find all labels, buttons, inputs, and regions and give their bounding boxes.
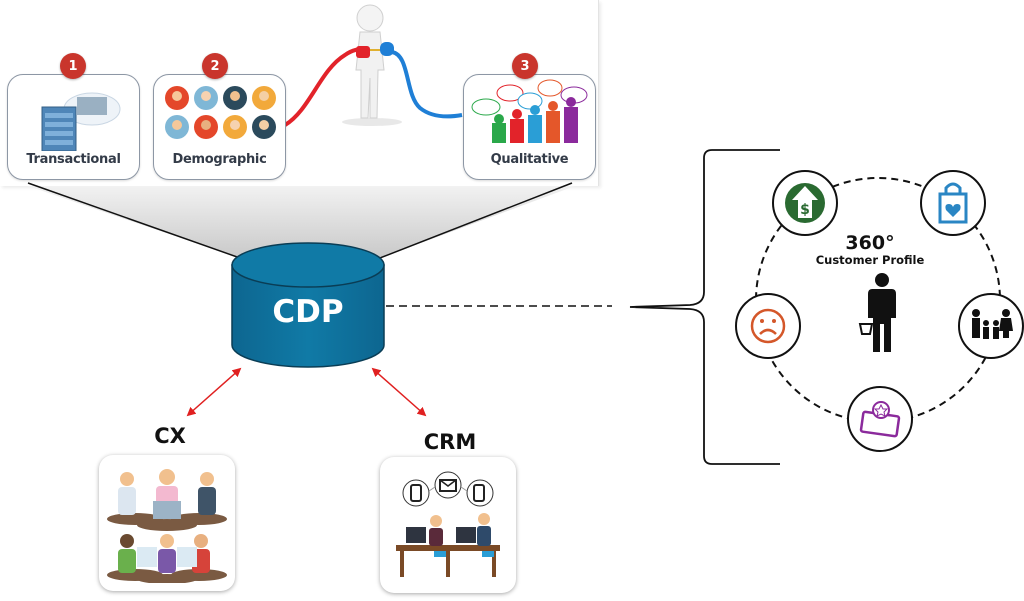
destination-card-crm: [380, 457, 516, 593]
attribute-family: [958, 293, 1024, 359]
family-icon: [972, 309, 1013, 339]
destination-title-crm: CRM: [423, 430, 477, 454]
people-thoughts-icon: [471, 79, 588, 143]
source-number-badge: 3: [512, 53, 538, 79]
cdp-label: CDP: [272, 294, 344, 330]
funnel-right-edge: [379, 182, 573, 259]
profile-title: 360°: [845, 232, 895, 254]
cdp-database-icon: [231, 242, 385, 368]
attribute-shopping-preferences: [920, 170, 986, 236]
destination-card-cx: [99, 455, 235, 591]
source-card-transactional: Transactional: [7, 74, 140, 180]
source-label-transactional: Transactional: [26, 152, 121, 167]
dollar-up-arrow-icon: $: [785, 183, 825, 223]
sad-face-icon: [750, 308, 786, 344]
source-label-demographic: Demographic: [172, 152, 267, 167]
attribute-income: $: [772, 170, 838, 236]
attribute-loyalty: [847, 386, 913, 452]
cdp-crm-arrow: [371, 367, 427, 417]
call-center-agents-icon: [107, 469, 227, 583]
source-card-qualitative: Qualitative: [463, 74, 596, 180]
shopper-with-basket-icon: [858, 273, 896, 352]
cdp-cx-arrow: [186, 367, 242, 417]
source-number-badge: 2: [202, 53, 228, 79]
shopping-bag-heart-icon: [938, 182, 968, 224]
attribute-sentiment: [735, 293, 801, 359]
svg-text:$: $: [800, 202, 810, 218]
loyalty-card-star-icon: [859, 401, 901, 438]
source-label-qualitative: Qualitative: [490, 152, 569, 167]
funnel-left-edge: [27, 182, 241, 259]
people-avatars-icon: [165, 86, 276, 139]
person-connecting-plugs-icon: [283, 4, 463, 127]
funnel-shape: [28, 186, 575, 258]
crm-office-workers-icon: [396, 471, 500, 577]
profile-subtitle: Customer Profile: [815, 253, 925, 267]
source-card-demographic: Demographic: [153, 74, 286, 180]
source-number-badge: 1: [60, 53, 86, 79]
profile-bracket: [629, 149, 780, 465]
destination-title-cx: CX: [154, 424, 186, 448]
server-cloud-icon: [41, 92, 121, 151]
